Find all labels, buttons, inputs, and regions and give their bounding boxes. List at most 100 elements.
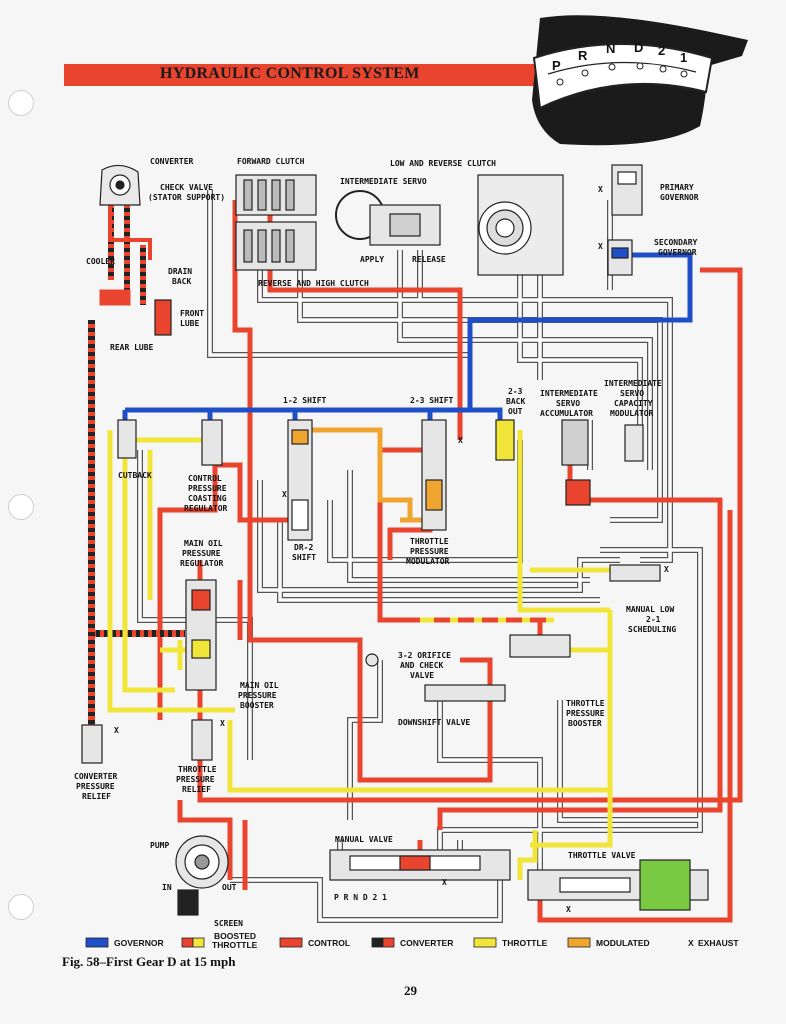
components	[81, 164, 709, 916]
exhaust-mark: X	[598, 242, 603, 251]
legend-item-boosted-throttle: BOOSTED THROTTLE	[181, 931, 258, 950]
label-backout-2: BACK	[506, 397, 525, 406]
label-secondary-governor-2: GOVERNOR	[658, 248, 697, 257]
label-drain-back-2: BACK	[172, 277, 191, 286]
label-reverse-high-clutch: REVERSE AND HIGH CLUTCH	[258, 279, 369, 288]
label-manual-low-1: MANUAL LOW	[626, 605, 674, 614]
forward-clutch	[235, 174, 317, 216]
label-control-pressure-3: COASTING	[188, 494, 227, 503]
legend-label-boosted-1: BOOSTED	[214, 931, 256, 941]
label-intermediate-servo: INTERMEDIATE SERVO	[340, 177, 427, 186]
hydraulic-lines	[88, 190, 743, 923]
exhaust-mark: X	[442, 878, 447, 887]
low-reverse-clutch	[477, 174, 564, 276]
label-int-servo-cap-1: INTERMEDIATE	[604, 379, 662, 388]
component-labels: CONVERTER CHECK VALVE (STATOR SUPPORT) F…	[74, 157, 699, 928]
orifice-check-valve	[365, 653, 379, 667]
legend-item-throttle: THROTTLE	[473, 937, 548, 948]
label-throttle-boost-1: THROTTLE	[566, 699, 605, 708]
exhaust-mark: X	[282, 490, 287, 499]
label-orifice-3: VALVE	[410, 671, 434, 680]
secondary-governor	[607, 239, 633, 276]
cutback-valve	[117, 419, 137, 459]
label-downshift-valve: DOWNSHIFT VALVE	[398, 718, 470, 727]
label-int-servo-cap-4: MODULATOR	[610, 409, 654, 418]
figure-caption: Fig. 58–First Gear D at 15 mph	[62, 954, 236, 969]
primary-governor	[611, 164, 643, 216]
shift-valve-23	[421, 419, 447, 531]
legend-label-control: CONTROL	[308, 938, 350, 948]
intermediate-servo-accumulator	[561, 419, 591, 506]
label-main-oil-reg-2: PRESSURE	[182, 549, 221, 558]
label-throttle-mod-3: MODULATOR	[406, 557, 450, 566]
intermediate-servo	[335, 190, 441, 246]
label-throttle-boost-3: BOOSTER	[568, 719, 602, 728]
label-front-lube-1: FRONT	[180, 309, 204, 318]
label-thr-relief-3: RELIEF	[182, 785, 211, 794]
manual-valve	[329, 849, 511, 881]
page-number: 29	[404, 983, 417, 998]
label-check-valve-2: (STATOR SUPPORT)	[148, 193, 225, 202]
label-int-servo-cap-2: SERVO	[620, 389, 644, 398]
legend-item-control: CONTROL	[279, 937, 350, 948]
label-primary-governor-1: PRIMARY	[660, 183, 694, 192]
exhaust-mark: X	[566, 905, 571, 914]
legend-item-converter: CONVERTER	[371, 937, 453, 948]
exhaust-mark: X	[458, 436, 463, 445]
selector-n: N	[606, 41, 615, 56]
legend-item-exhaust: X EXHAUST	[688, 938, 739, 948]
label-int-servo-acc-1: INTERMEDIATE	[540, 389, 598, 398]
label-pump: PUMP	[150, 841, 169, 850]
label-dr2-shift-1: DR-2	[294, 543, 313, 552]
label-converter: CONVERTER	[150, 157, 194, 166]
label-manual-low-2: 2-1	[646, 615, 661, 624]
label-dr2-shift-2: SHIFT	[292, 553, 316, 562]
selector-r: R	[578, 48, 588, 63]
label-in: IN	[162, 883, 172, 892]
label-orifice-1: 3-2 ORIFICE	[398, 651, 451, 660]
label-throttle-mod-2: PRESSURE	[410, 547, 449, 556]
label-main-oil-boost-2: PRESSURE	[238, 691, 277, 700]
label-manual-low-3: SCHEDULING	[628, 625, 676, 634]
selector-2: 2	[658, 43, 665, 58]
label-orifice-2: AND CHECK	[400, 661, 444, 670]
label-check-valve-1: CHECK VALVE	[160, 183, 213, 192]
legend-exhaust-mark: X	[688, 938, 694, 948]
throttle-pressure-relief-valve	[191, 719, 213, 761]
binder-hole-bottom	[8, 894, 34, 920]
label-int-servo-cap-3: CAPACITY	[614, 399, 653, 408]
binder-hole-top	[8, 90, 34, 116]
label-main-oil-boost-1: MAIN OIL	[240, 681, 279, 690]
backout-valve-23	[495, 419, 515, 461]
legend-label-modulated: MODULATED	[596, 938, 650, 948]
label-int-servo-acc-3: ACCUMULATOR	[540, 409, 593, 418]
selector-p: P	[552, 58, 561, 73]
label-shift-12: 1-2 SHIFT	[283, 396, 327, 405]
label-manual-valve-positions: P R N D 2 1	[334, 893, 387, 902]
label-conv-relief-2: PRESSURE	[76, 782, 115, 791]
label-cutback: CUTBACK	[118, 471, 152, 480]
label-control-pressure-4: REGULATOR	[184, 504, 228, 513]
label-primary-governor-2: GOVERNOR	[660, 193, 699, 202]
label-front-lube-2: LUBE	[180, 319, 199, 328]
legend-label-exhaust: EXHAUST	[698, 938, 739, 948]
legend: GOVERNOR BOOSTED THROTTLE CONTROL CONVER…	[85, 931, 739, 950]
label-backout-1: 2-3	[508, 387, 523, 396]
front-lube-valve	[154, 299, 172, 336]
label-drain-back-1: DRAIN	[168, 267, 192, 276]
label-low-reverse-clutch: LOW AND REVERSE CLUTCH	[390, 159, 496, 168]
exhaust-mark: X	[664, 565, 669, 574]
selector-1: 1	[680, 50, 687, 65]
main-oil-pressure-regulator	[185, 579, 217, 691]
binder-hole-middle	[8, 494, 34, 520]
label-shift-23: 2-3 SHIFT	[410, 396, 454, 405]
torque-converter	[99, 164, 141, 206]
label-int-servo-acc-2: SERVO	[556, 399, 580, 408]
legend-swatch-governor	[85, 937, 109, 948]
page-title: HYDRAULIC CONTROL SYSTEM	[160, 65, 420, 82]
label-throttle-mod-1: THROTTLE	[410, 537, 449, 546]
label-control-pressure-1: CONTROL	[188, 474, 222, 483]
label-secondary-governor-1: SECONDARY	[654, 238, 698, 247]
shift-valve-12	[287, 419, 313, 541]
